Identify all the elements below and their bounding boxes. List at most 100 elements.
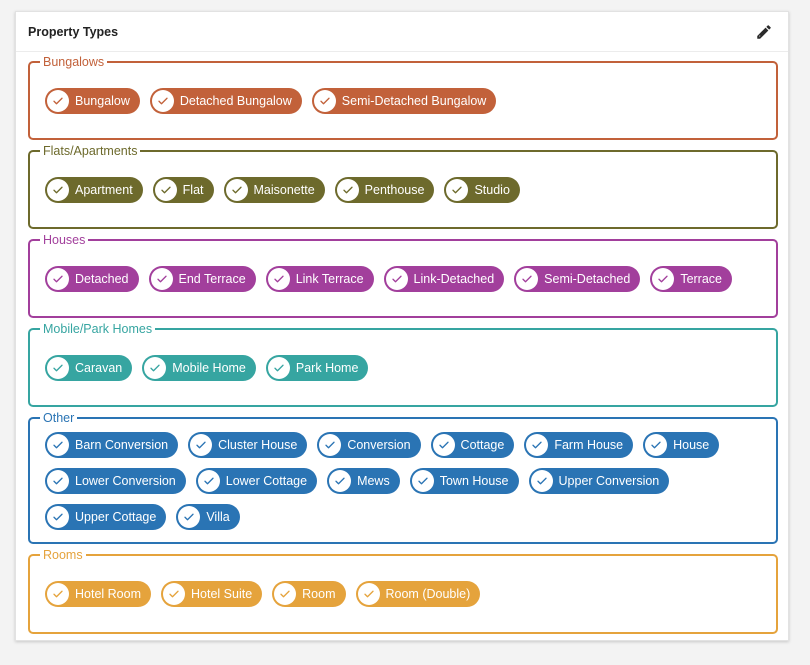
check-icon — [438, 441, 449, 449]
check-icon — [150, 268, 173, 290]
check-icon — [204, 477, 214, 485]
check-icon — [335, 477, 345, 485]
property-type-chip[interactable]: Upper Conversion — [528, 468, 670, 494]
check-icon — [163, 583, 185, 605]
check-icon — [53, 590, 63, 598]
property-type-chip[interactable]: Terrace — [650, 266, 732, 292]
property-type-chip[interactable]: Hotel Suite — [161, 581, 263, 607]
property-type-chip[interactable]: House — [643, 432, 720, 458]
check-icon — [274, 364, 284, 372]
check-icon — [53, 441, 63, 449]
property-type-chip[interactable]: Barn Conversion — [45, 432, 179, 458]
property-type-chip[interactable]: Room — [272, 581, 346, 607]
property-type-chip[interactable]: Room (Double) — [355, 581, 481, 607]
group-label: Mobile/Park Homes — [40, 321, 156, 337]
check-icon — [267, 357, 290, 379]
property-type-chip[interactable]: Park Home — [265, 355, 369, 381]
card-title: Property Types — [28, 24, 119, 39]
property-type-chip[interactable]: Cottage — [430, 432, 515, 458]
check-icon — [47, 90, 69, 112]
chip-list: Apartment Flat Maisonette Penthouse Studio — [30, 152, 776, 203]
property-type-chip[interactable]: Farm House — [524, 432, 634, 458]
check-icon — [385, 268, 408, 290]
chip-label: Link Terrace — [295, 272, 364, 286]
check-icon — [357, 583, 380, 605]
property-type-chip[interactable]: Lower Cottage — [195, 468, 318, 494]
check-icon — [516, 268, 539, 290]
property-type-chip[interactable]: Detached Bungalow — [149, 88, 302, 114]
property-type-chip[interactable]: Penthouse — [334, 177, 435, 203]
check-icon — [319, 434, 342, 456]
group-label: Other — [40, 410, 78, 426]
property-type-chip[interactable]: Cluster House — [188, 432, 308, 458]
check-icon — [267, 268, 290, 290]
chip-label: Conversion — [347, 438, 411, 452]
property-type-chip[interactable]: Studio — [444, 177, 520, 203]
property-type-chip[interactable]: Semi-Detached Bungalow — [311, 88, 497, 114]
check-icon — [320, 97, 330, 105]
property-type-chip[interactable]: Detached — [45, 266, 139, 292]
property-type-chip[interactable]: Conversion — [317, 432, 421, 458]
chip-list: Bungalow Detached Bungalow Semi-Detached B… — [30, 63, 776, 114]
check-icon — [151, 90, 174, 112]
chip-label: Barn Conversion — [75, 438, 169, 452]
chip-label: Room — [302, 587, 336, 601]
check-icon — [336, 179, 359, 201]
check-icon — [196, 441, 206, 449]
chip-label: Caravan — [75, 361, 123, 375]
property-type-chip[interactable]: Flat — [152, 177, 214, 203]
property-type-chip[interactable]: Semi-Detached — [514, 266, 641, 292]
check-icon — [313, 90, 336, 112]
check-icon — [47, 179, 69, 201]
pencil-icon — [757, 24, 771, 39]
check-icon — [53, 513, 63, 521]
chip-label: Hotel Room — [75, 587, 141, 601]
group-label: Bungalows — [40, 54, 108, 70]
property-type-chip[interactable]: Upper Cottage — [45, 504, 167, 530]
check-icon — [169, 590, 179, 598]
group-label: Flats/Apartments — [40, 143, 141, 159]
chip-label: Mobile Home — [172, 361, 246, 375]
chip-list: Barn Conversion Cluster House Conversion Co… — [30, 419, 776, 530]
check-icon — [184, 513, 194, 521]
check-icon — [154, 179, 177, 201]
property-type-chip[interactable]: Mews — [327, 468, 400, 494]
chip-label: Apartment — [75, 183, 133, 197]
property-type-chip[interactable]: Link-Detached — [383, 266, 505, 292]
property-type-chip[interactable]: Villa — [176, 504, 240, 530]
chip-label: Maisonette — [253, 183, 315, 197]
check-icon — [536, 477, 547, 485]
check-icon — [651, 441, 661, 449]
property-type-chip[interactable]: End Terrace — [148, 266, 256, 292]
check-icon — [197, 470, 220, 492]
chip-label: Mews — [357, 474, 390, 488]
check-icon — [225, 179, 248, 201]
chip-label: Semi-Detached Bungalow — [341, 94, 487, 108]
check-icon — [47, 583, 69, 605]
chip-label: Upper Conversion — [558, 474, 660, 488]
check-icon — [47, 357, 69, 379]
chip-label: Room (Double) — [385, 587, 471, 601]
chip-label: Villa — [206, 510, 230, 524]
check-icon — [47, 470, 69, 492]
group-label: Rooms — [40, 547, 86, 563]
property-type-chip[interactable]: Town House — [409, 468, 519, 494]
property-type-chip[interactable]: Bungalow — [45, 88, 140, 114]
property-type-chip[interactable]: Link Terrace — [265, 266, 374, 292]
property-type-chip[interactable]: Maisonette — [223, 177, 325, 203]
check-icon — [411, 470, 434, 492]
chip-label: Semi-Detached — [544, 272, 631, 286]
property-type-chip[interactable]: Mobile Home — [142, 355, 256, 381]
property-type-chip[interactable]: Apartment — [45, 177, 143, 203]
check-icon — [274, 275, 284, 283]
property-type-chip[interactable]: Lower Conversion — [45, 468, 186, 494]
chip-label: Detached Bungalow — [179, 94, 292, 108]
check-icon — [53, 186, 63, 194]
check-icon — [452, 186, 463, 194]
property-type-chip[interactable]: Hotel Room — [45, 581, 151, 607]
edit-button[interactable] — [752, 20, 776, 44]
property-type-chip[interactable]: Caravan — [45, 355, 133, 381]
